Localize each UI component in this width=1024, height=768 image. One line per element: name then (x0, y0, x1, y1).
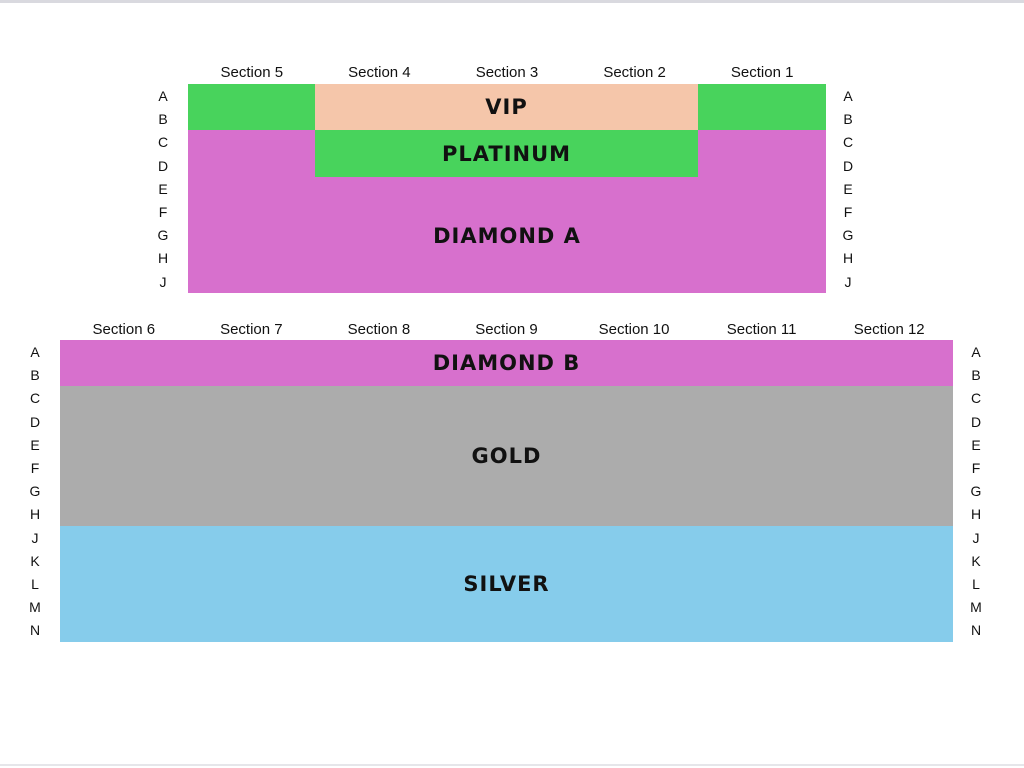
row-label-left: D (29, 413, 41, 430)
diamond-b-block[interactable] (60, 340, 953, 386)
gold-label: GOLD (471, 444, 542, 468)
row-label-left: E (158, 180, 168, 197)
section-label: Section 12 (853, 321, 925, 338)
vip-label: VIP (485, 95, 528, 119)
row-label-left: H (157, 250, 169, 267)
row-label-left: G (29, 483, 41, 500)
row-label-right: K (971, 552, 981, 569)
row-label-left: A (158, 88, 168, 104)
row-label-left: A (30, 344, 40, 360)
section-label: Section 1 (730, 64, 794, 81)
section-label: Section 6 (92, 321, 156, 338)
row-label-left: B (158, 111, 168, 128)
row-label-right: C (842, 134, 854, 151)
row-label-right: G (842, 227, 854, 244)
row-label-right: F (843, 204, 853, 220)
platinum-block[interactable] (315, 130, 698, 177)
row-label-right: D (842, 157, 854, 174)
row-label-left: D (157, 157, 169, 174)
upper-green-left-block[interactable] (188, 84, 315, 130)
row-label-left: L (31, 576, 39, 592)
row-label-left: F (30, 460, 40, 476)
row-label-right: C (970, 390, 982, 407)
bottom-border (0, 764, 1024, 766)
silver-block[interactable] (60, 526, 953, 642)
section-label: Section 11 (726, 321, 797, 338)
row-label-right: L (972, 576, 980, 592)
row-label-right: E (971, 436, 981, 453)
upper-green-right-block[interactable] (698, 84, 826, 130)
row-label-right: F (971, 460, 981, 476)
row-label-left: M (29, 599, 41, 616)
row-label-left: E (30, 436, 40, 453)
row-label-left: B (30, 367, 40, 384)
row-label-left: C (157, 134, 169, 151)
section-label: Section 7 (220, 321, 283, 338)
top-border (0, 0, 1024, 3)
section-label: Section 5 (220, 64, 284, 81)
row-label-right: D (970, 413, 982, 430)
platinum-label: PLATINUM (441, 142, 572, 166)
row-label-left: C (29, 390, 41, 407)
section-label: Section 2 (603, 64, 666, 81)
gold-block[interactable] (60, 386, 953, 526)
silver-label: SILVER (463, 572, 550, 596)
row-label-right: J (972, 529, 980, 546)
section-label: Section 10 (598, 321, 670, 338)
row-label-right: B (971, 367, 981, 384)
row-label-left: J (31, 529, 39, 546)
section-label: Section 3 (475, 64, 539, 81)
section-label: Section 8 (347, 321, 411, 338)
row-label-left: F (158, 204, 168, 220)
vip-block[interactable] (315, 84, 698, 130)
row-label-right: B (843, 111, 853, 128)
row-label-left: H (29, 506, 41, 523)
diamond-b-label: DIAMOND B (432, 351, 581, 375)
row-label-left: K (30, 552, 40, 569)
row-label-right: M (970, 599, 982, 616)
row-label-right: J (844, 273, 852, 290)
row-label-right: H (970, 506, 982, 523)
row-label-right: G (970, 483, 982, 500)
row-label-left: J (159, 273, 167, 290)
section-label: Section 9 (475, 321, 538, 338)
row-label-right: H (842, 250, 854, 267)
row-label-right: E (843, 180, 853, 197)
section-label: Section 4 (348, 64, 411, 81)
diamond-a-label: DIAMOND A (433, 224, 581, 248)
row-label-left: G (157, 227, 169, 244)
row-label-right: A (971, 344, 981, 360)
row-label-right: A (843, 88, 853, 104)
row-label-left: N (29, 622, 41, 639)
row-label-right: N (970, 622, 982, 639)
